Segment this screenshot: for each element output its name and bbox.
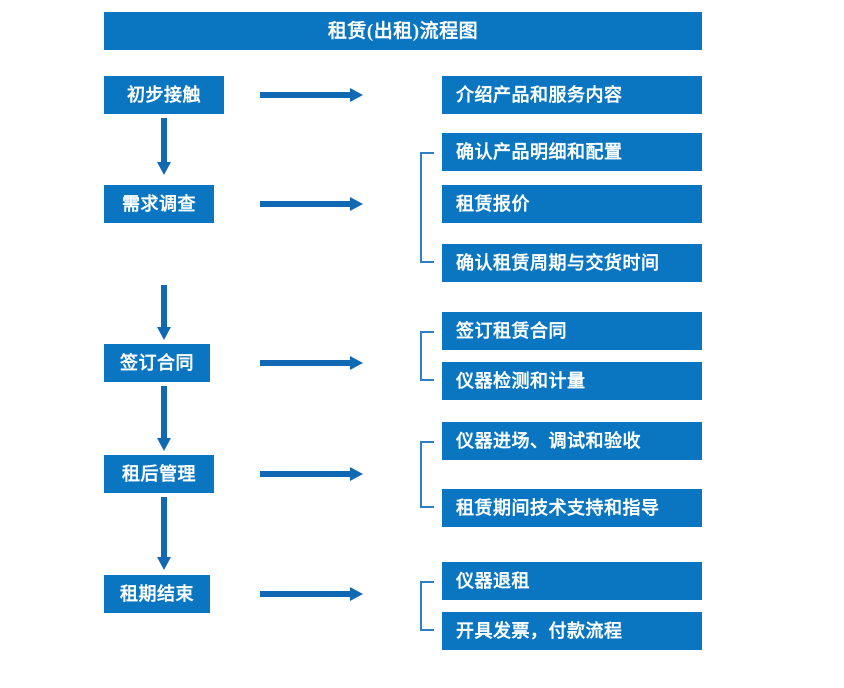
horizontal-arrow-2 xyxy=(260,195,364,213)
detail-label-5: 签订租赁合同 xyxy=(456,321,567,341)
detail-box-3[interactable]: 租赁报价 xyxy=(442,185,702,223)
group-bracket-4 xyxy=(420,581,434,631)
horizontal-arrow-5 xyxy=(260,585,364,603)
horizontal-arrow-4 xyxy=(260,465,364,483)
detail-box-4[interactable]: 确认租赁周期与交货时间 xyxy=(442,244,702,282)
detail-label-8: 租赁期间技术支持和指导 xyxy=(456,498,660,518)
vertical-arrow-1 xyxy=(156,118,172,176)
stage-box-2[interactable]: 需求调查 xyxy=(104,185,214,223)
detail-label-7: 仪器进场、调试和验收 xyxy=(456,431,641,451)
detail-label-9: 仪器退租 xyxy=(456,571,530,591)
stage-label-2: 需求调查 xyxy=(122,194,196,214)
group-bracket-2 xyxy=(420,331,434,381)
horizontal-arrow-1 xyxy=(260,86,364,104)
detail-box-1[interactable]: 介绍产品和服务内容 xyxy=(442,76,702,114)
detail-label-3: 租赁报价 xyxy=(456,194,530,214)
stage-box-4[interactable]: 租后管理 xyxy=(104,455,214,493)
detail-label-4: 确认租赁周期与交货时间 xyxy=(456,253,660,273)
detail-box-7[interactable]: 仪器进场、调试和验收 xyxy=(442,422,702,460)
stage-box-3[interactable]: 签订合同 xyxy=(104,344,210,382)
detail-label-6: 仪器检测和计量 xyxy=(456,371,586,391)
detail-label-10: 开具发票，付款流程 xyxy=(456,621,623,641)
detail-box-5[interactable]: 签订租赁合同 xyxy=(442,312,702,350)
group-bracket-1 xyxy=(420,152,434,263)
vertical-arrow-4 xyxy=(156,497,172,571)
stage-label-3: 签订合同 xyxy=(120,353,194,373)
vertical-arrow-2 xyxy=(156,285,172,341)
vertical-arrow-3 xyxy=(156,386,172,452)
stage-box-5[interactable]: 租期结束 xyxy=(104,575,210,613)
detail-box-6[interactable]: 仪器检测和计量 xyxy=(442,362,702,400)
detail-box-9[interactable]: 仪器退租 xyxy=(442,562,702,600)
stage-label-4: 租后管理 xyxy=(122,464,196,484)
horizontal-arrow-3 xyxy=(260,354,364,372)
page-title: 租赁(出租)流程图 xyxy=(327,20,479,42)
detail-box-8[interactable]: 租赁期间技术支持和指导 xyxy=(442,489,702,527)
detail-box-2[interactable]: 确认产品明细和配置 xyxy=(442,133,702,171)
diagram-title-bar: 租赁(出租)流程图 xyxy=(104,12,702,50)
stage-label-5: 租期结束 xyxy=(120,584,194,604)
detail-label-2: 确认产品明细和配置 xyxy=(456,142,623,162)
detail-label-1: 介绍产品和服务内容 xyxy=(456,85,623,105)
detail-box-10[interactable]: 开具发票，付款流程 xyxy=(442,612,702,650)
stage-box-1[interactable]: 初步接触 xyxy=(104,76,224,114)
group-bracket-3 xyxy=(420,441,434,508)
stage-label-1: 初步接触 xyxy=(127,85,201,105)
